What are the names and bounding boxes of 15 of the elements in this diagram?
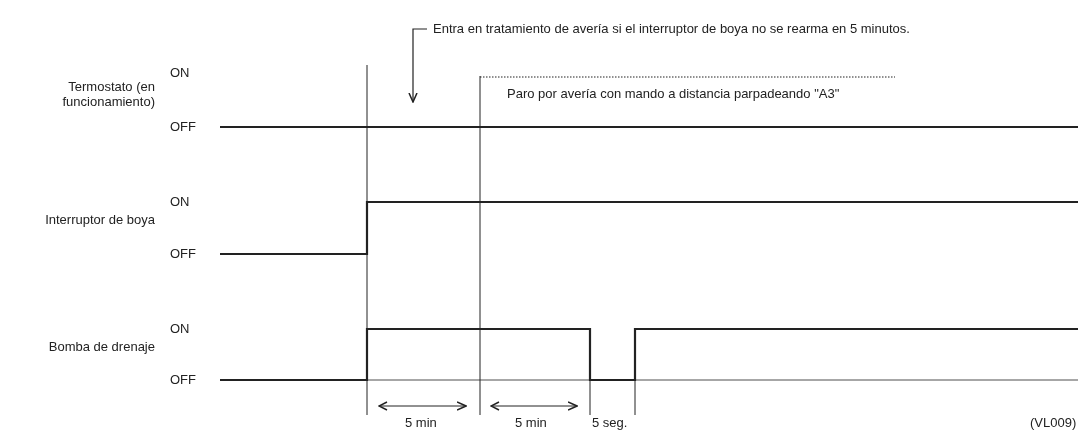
signal-name: Interruptor de boya	[44, 212, 155, 227]
state-label: ON	[170, 194, 190, 209]
signal-name: Termostato (en funcionamiento)	[61, 79, 155, 109]
signal-name: Bomba de drenaje	[47, 339, 155, 354]
state-label: ON	[170, 65, 190, 80]
note-text: Paro por avería con mando a distancia parpadeando "A3"	[507, 86, 840, 101]
state-label: OFF	[170, 372, 196, 387]
time-label: 5 min	[405, 415, 437, 430]
note-text: Entra en tratamiento de avería si el interruptor de boya no se rearma en 5 minutos.	[433, 21, 910, 36]
time-label: 5 min	[515, 415, 547, 430]
figure-code: (VL009)	[1030, 415, 1077, 430]
state-label: OFF	[170, 119, 196, 134]
state-label: OFF	[170, 246, 196, 261]
time-label: 5 seg.	[592, 415, 628, 430]
state-label: ON	[170, 321, 190, 336]
